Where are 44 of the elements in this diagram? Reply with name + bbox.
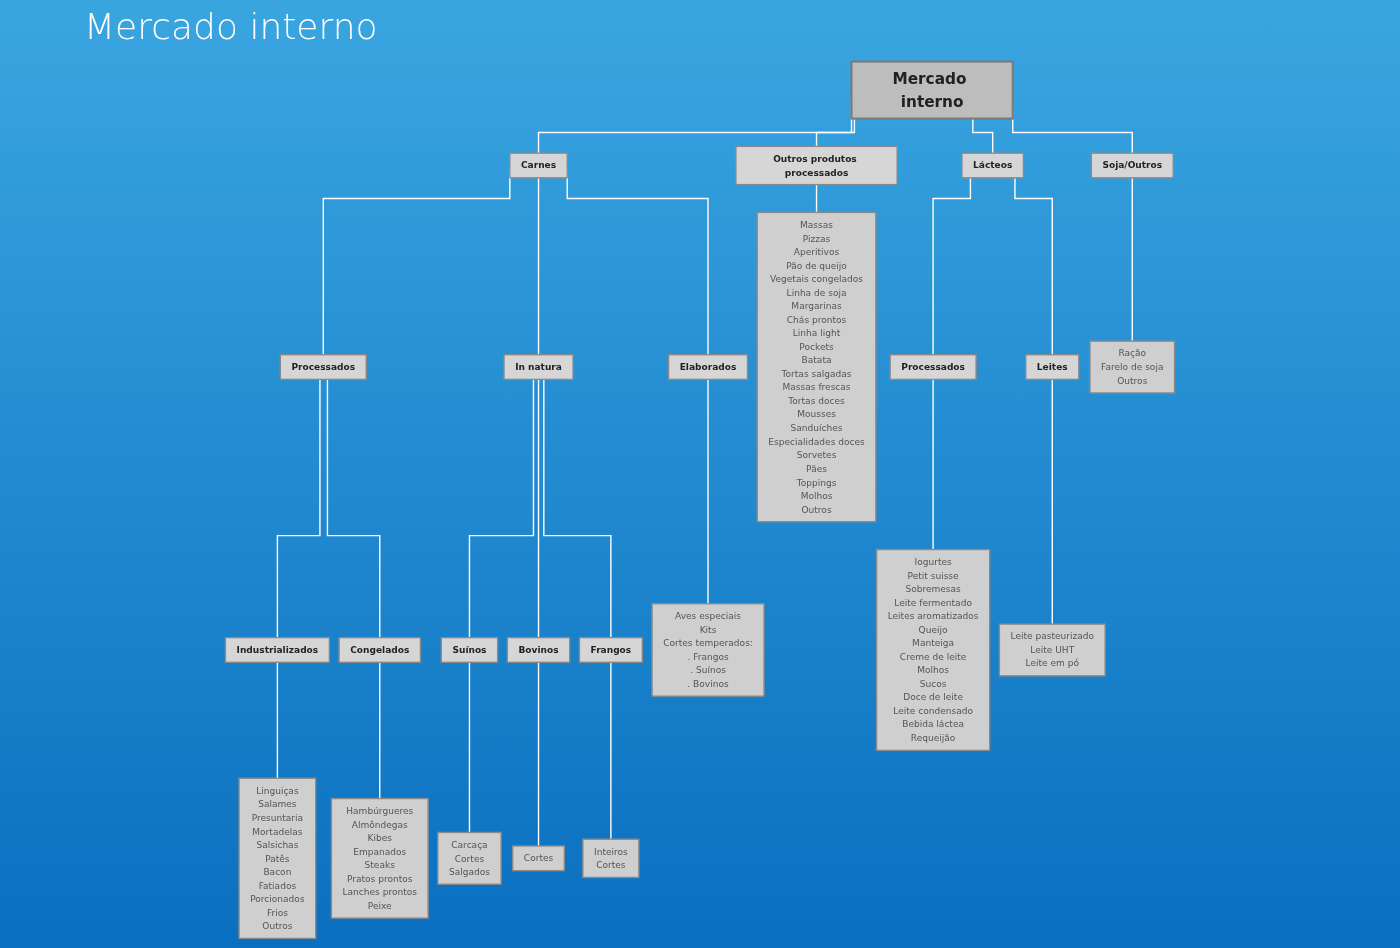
connector <box>326 378 381 639</box>
node-box: Linguiças Salames Presuntaria Mortadelas Salsichas Patês Bacon Fatiados Porcionados Frios Outros <box>238 777 317 940</box>
page-title: Mercado interno <box>84 6 378 47</box>
connector <box>543 378 612 639</box>
node-box: Processados <box>889 354 977 381</box>
node-box: Iogurtes Petit suisse Sobremesas Leite fermentado Leites aromatizados Queijo Manteiga Creme de leite Molhos Sucos Doce de leite Leite condensado Bebida láctea Requeijão <box>875 548 991 752</box>
connector <box>1131 177 1133 342</box>
connector <box>276 378 321 639</box>
connector <box>1014 177 1053 356</box>
connector <box>610 661 612 840</box>
node-box: Congelados <box>338 636 422 663</box>
connector <box>537 661 540 847</box>
node-box: In natura <box>503 354 574 381</box>
node-box: Carnes <box>509 152 568 179</box>
node-box: Suínos <box>440 636 499 663</box>
node-box: Processados <box>279 354 367 381</box>
node-box: Bovinos <box>506 636 571 663</box>
connector <box>468 661 471 834</box>
node-box: Inteiros Cortes <box>582 838 640 879</box>
node-box: Aves especiais Kits Cortes temperados: . Frangos . Suínos . Bovinos <box>651 603 765 697</box>
node-box: Ração Farelo de soja Outros <box>1089 340 1176 394</box>
node-box: Massas Pizzas Aperitivos Pão de queijo Vegetais congelados Linha de soja Margarinas Chás prontos Linha light Pockets Batata Tortas salgadas Massas frescas Tortas doces Mousses Sanduíches Especialidades doces Sorvetes Pães Toppings Molhos Outros <box>756 211 877 523</box>
connector <box>815 183 818 214</box>
node-box: Lácteos <box>961 152 1025 179</box>
connector <box>537 177 540 356</box>
connector <box>276 661 279 779</box>
node-box: Mercado interno <box>850 60 1014 120</box>
connector <box>379 661 381 800</box>
node-box: Industrializados <box>224 636 331 663</box>
node-box: Leite pasteurizado Leite UHT Leite em pó <box>998 623 1106 677</box>
node-box: Cortes <box>512 845 566 872</box>
node-box: Frangos <box>578 636 643 663</box>
connector <box>707 378 709 605</box>
node-box: Hambúrgueres Almôndegas Kibes Empanados Steaks Pratos prontos Lanches prontos Peixe <box>330 797 429 919</box>
node-box: Elaborados <box>667 354 749 381</box>
node-box: Leites <box>1025 354 1080 381</box>
connector <box>1051 378 1053 625</box>
node-box: Outros produtos processados <box>735 145 898 186</box>
connector <box>468 378 535 639</box>
connector <box>932 177 972 356</box>
connector <box>537 378 540 639</box>
connector <box>932 378 934 551</box>
node-box: Soja/Outros <box>1090 152 1174 179</box>
node-box: Carcaça Cortes Salgados <box>437 831 502 885</box>
